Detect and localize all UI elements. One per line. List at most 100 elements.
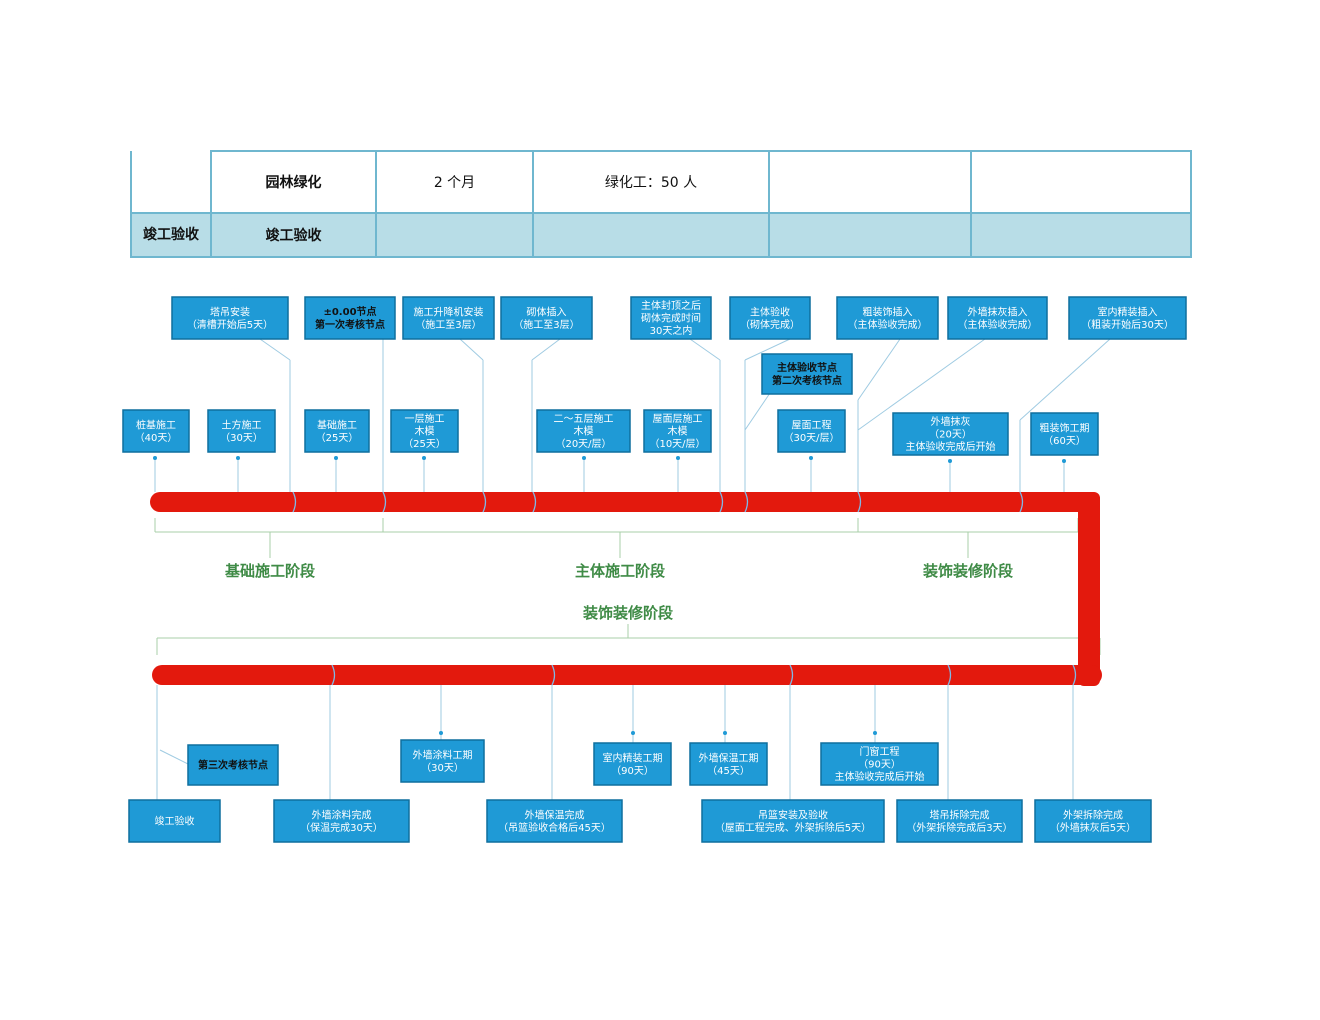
box-label: 一层施工 (405, 412, 445, 425)
box-label: 外墙抹灰 (931, 415, 971, 428)
box-label: 桩基施工 (136, 418, 176, 431)
bottom-milestone-box-bg (486, 799, 623, 843)
bottom-milestone-box: 外墙涂料完成（保温完成30天） (273, 799, 410, 843)
mid-milestone-box-bg (536, 409, 631, 453)
pipe-joints (292, 491, 1077, 686)
box-label: （吊篮验收合格后45天） (498, 821, 611, 834)
box-label: 施工升降机安装 (414, 305, 484, 318)
box-label: 第三次考核节点 (198, 759, 268, 772)
box-label: 木模 (574, 426, 594, 438)
box-label: 塔吊拆除完成 (930, 808, 990, 821)
lower-pipe (152, 665, 1102, 685)
bottom-milestone-box-bg (820, 742, 939, 786)
connector-dot (582, 456, 586, 460)
box-label: （20天/层） (555, 438, 611, 450)
box-label: （施工至3层） (415, 318, 481, 331)
box-label: 主体验收完成后开始 (906, 440, 996, 453)
pipe-joint (382, 491, 387, 513)
bottom-milestone-box-bg (593, 742, 672, 786)
box-label: （60天） (1043, 435, 1086, 447)
task-cell: 竣工验收 (210, 212, 377, 258)
phase-label-decoration: 装饰装修阶段 (922, 562, 1013, 580)
box-label: 塔吊安装 (210, 305, 250, 318)
milestone-boxes: 塔吊安装（清槽开始后5天）±0.00节点第一次考核节点施工升降机安装（施工至3层… (122, 296, 1187, 843)
top-milestone-box-bg (500, 296, 593, 340)
connector-dot (1062, 459, 1066, 463)
empty-cell (768, 212, 972, 258)
top-milestone-box-bg (171, 296, 289, 340)
top-milestone-box: 外墙抹灰插入（主体验收完成） (947, 296, 1048, 340)
box-label: （保温完成30天） (300, 821, 383, 834)
table-row: 竣工验收 竣工验收 (130, 212, 1192, 258)
pipe-joint (744, 491, 749, 513)
empty-cell (970, 150, 1192, 214)
mid-milestone-box-bg (304, 409, 370, 453)
bottom-milestone-box: 外墙保温完成（吊篮验收合格后45天） (486, 799, 623, 843)
box-label: 木模 (415, 426, 435, 438)
box-label: 外架拆除完成 (1063, 808, 1123, 821)
connector-dot (631, 731, 635, 735)
box-label: 外墙保温完成 (525, 808, 585, 821)
box-label: （主体验收完成） (848, 318, 928, 331)
connector-line (259, 338, 291, 361)
box-label: 外墙保温工期 (699, 751, 759, 764)
box-label: 粗装饰工期 (1040, 421, 1090, 434)
connector-line (744, 338, 791, 361)
mid-milestone-box-bg (207, 409, 276, 453)
bottom-milestone-box: 门窗工程（90天）主体验收完成后开始 (820, 742, 939, 786)
top-milestone-box: 塔吊安装（清槽开始后5天） (171, 296, 289, 340)
top-milestone-box-bg (630, 296, 712, 340)
box-label: 粗装饰插入 (863, 305, 913, 318)
connector-lines (153, 338, 1111, 800)
top-milestone-box: 主体验收（砌体完成） (729, 296, 811, 340)
box-label: （10天/层） (649, 438, 705, 450)
connector-dot (948, 459, 952, 463)
box-label: （30天/层） (783, 432, 839, 444)
bottom-milestone-box-bg (187, 744, 279, 786)
top-milestone-box: 砌体插入（施工至3层） (500, 296, 593, 340)
connector-dot (439, 731, 443, 735)
stage-cell (130, 151, 212, 214)
box-label: （30天） (220, 432, 263, 444)
bottom-milestone-box: 竣工验收 (128, 799, 221, 843)
top-milestone-box: 室内精装插入（粗装开始后30天） (1068, 296, 1187, 340)
box-label: （20天） (929, 429, 972, 441)
box-label: （施工至3层） (513, 318, 579, 331)
top-milestone-box-bg (947, 296, 1048, 340)
box-label: （外墙抹灰后5天） (1050, 821, 1136, 834)
connector-line (159, 749, 191, 766)
box-label: （屋面工程完成、外架拆除后5天） (715, 821, 871, 834)
box-label: （粗装开始后30天） (1081, 318, 1174, 331)
top-milestone-box-bg (402, 296, 495, 340)
mid-milestone-box: 粗装饰工期（60天） (1030, 412, 1099, 456)
bottom-milestone-box-bg (689, 742, 768, 786)
box-label: 第一次考核节点 (315, 318, 385, 331)
box-label: 主体封顶之后 (641, 299, 701, 312)
box-label: （主体验收完成） (958, 318, 1038, 331)
bottom-milestone-box: 第三次考核节点 (187, 744, 279, 786)
connector-dot (334, 456, 338, 460)
box-label: （90天） (858, 759, 901, 771)
pipe-joint (947, 664, 952, 686)
bottom-milestone-box-bg (701, 799, 885, 843)
bottom-milestone-box-bg (896, 799, 1023, 843)
pipe-joint (719, 491, 724, 513)
duration-cell: 2 个月 (375, 150, 534, 214)
bottom-milestone-box: 塔吊拆除完成（外架拆除完成后3天） (896, 799, 1023, 843)
schedule-table: 园林绿化 2 个月 绿化工：50 人 竣工验收 竣工验收 (130, 150, 1192, 258)
box-label: 木模 (668, 426, 688, 438)
pipe-joint (1019, 491, 1024, 513)
top-milestone-box-bg (729, 296, 811, 340)
stage-cell: 竣工验收 (130, 212, 212, 258)
table-row: 园林绿化 2 个月 绿化工：50 人 (130, 150, 1192, 214)
box-label: 室内精装工期 (603, 751, 663, 764)
mid-milestone-box: 屋面工程（30天/层） (777, 409, 846, 453)
box-label: （90天） (611, 765, 654, 777)
bottom-milestone-box-bg (1034, 799, 1152, 843)
